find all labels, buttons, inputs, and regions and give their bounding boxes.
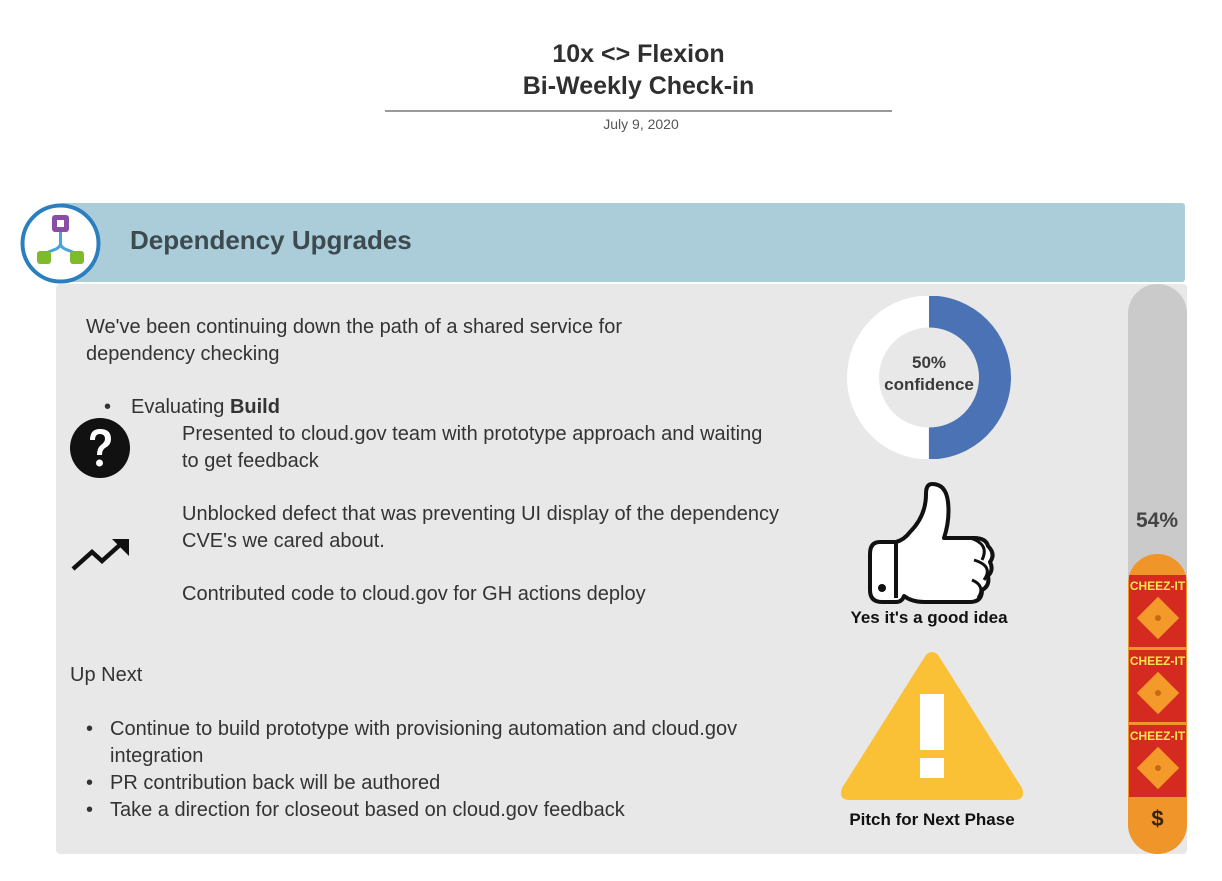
- up-next-heading: Up Next: [70, 664, 143, 686]
- confidence-label: 50% confidence: [868, 352, 990, 396]
- svg-text:CHEEZ-IT: CHEEZ-IT: [1130, 729, 1186, 743]
- svg-text:CHEEZ-IT: CHEEZ-IT: [1130, 579, 1186, 593]
- trending-up-icon: [71, 539, 129, 571]
- intro-text: We've been continuing down the path of a…: [86, 316, 623, 365]
- list-item: Continue to build prototype with provisi…: [86, 716, 766, 770]
- title-line-1: 10x <> Flexion: [552, 40, 725, 68]
- status-item: Contributed code to cloud.gov for GH act…: [182, 583, 646, 605]
- date-label: July 9, 2020: [603, 116, 679, 132]
- verdict-caption: Yes it's a good idea: [850, 608, 1008, 627]
- pitch-caption: Pitch for Next Phase: [849, 810, 1015, 829]
- dollar-sign: $: [1151, 806, 1164, 831]
- list-item: PR contribution back will be authored: [86, 770, 766, 797]
- status-item: Presented to cloud.gov team with prototy…: [182, 423, 763, 472]
- cracker-box-icon: CHEEZ-IT: [1129, 725, 1186, 797]
- thumbs-up-icon: [868, 482, 995, 604]
- donut-arc: [847, 296, 1011, 459]
- org-chart-icon: [20, 203, 101, 284]
- title-line-2: Bi-Weekly Check-in: [522, 72, 755, 100]
- up-next-list: Continue to build prototype with provisi…: [86, 716, 766, 824]
- budget-percent: 54%: [1135, 509, 1179, 532]
- list-item: Take a direction for closeout based on c…: [86, 797, 766, 824]
- evaluating-prefix: Evaluating: [131, 396, 230, 418]
- question-icon: [70, 418, 130, 478]
- status-item: Unblocked defect that was preventing UI …: [182, 503, 780, 552]
- svg-text:CHEEZ-IT: CHEEZ-IT: [1130, 654, 1186, 668]
- section-title: Dependency Upgrades: [130, 225, 412, 255]
- section-banner: [59, 203, 1185, 282]
- cracker-box-icon: CHEEZ-IT: [1129, 575, 1186, 647]
- warning-icon: [841, 652, 1023, 800]
- confidence-donut: [847, 296, 1011, 459]
- cracker-box-icon: CHEEZ-IT: [1129, 650, 1186, 722]
- confidence-word: confidence: [884, 375, 974, 394]
- evaluating-bold: Build: [229, 396, 280, 418]
- title-divider: [385, 110, 892, 112]
- evaluating-line: Evaluating Build: [131, 394, 280, 421]
- bullet-dot: •: [104, 396, 112, 418]
- confidence-value: 50%: [911, 353, 947, 372]
